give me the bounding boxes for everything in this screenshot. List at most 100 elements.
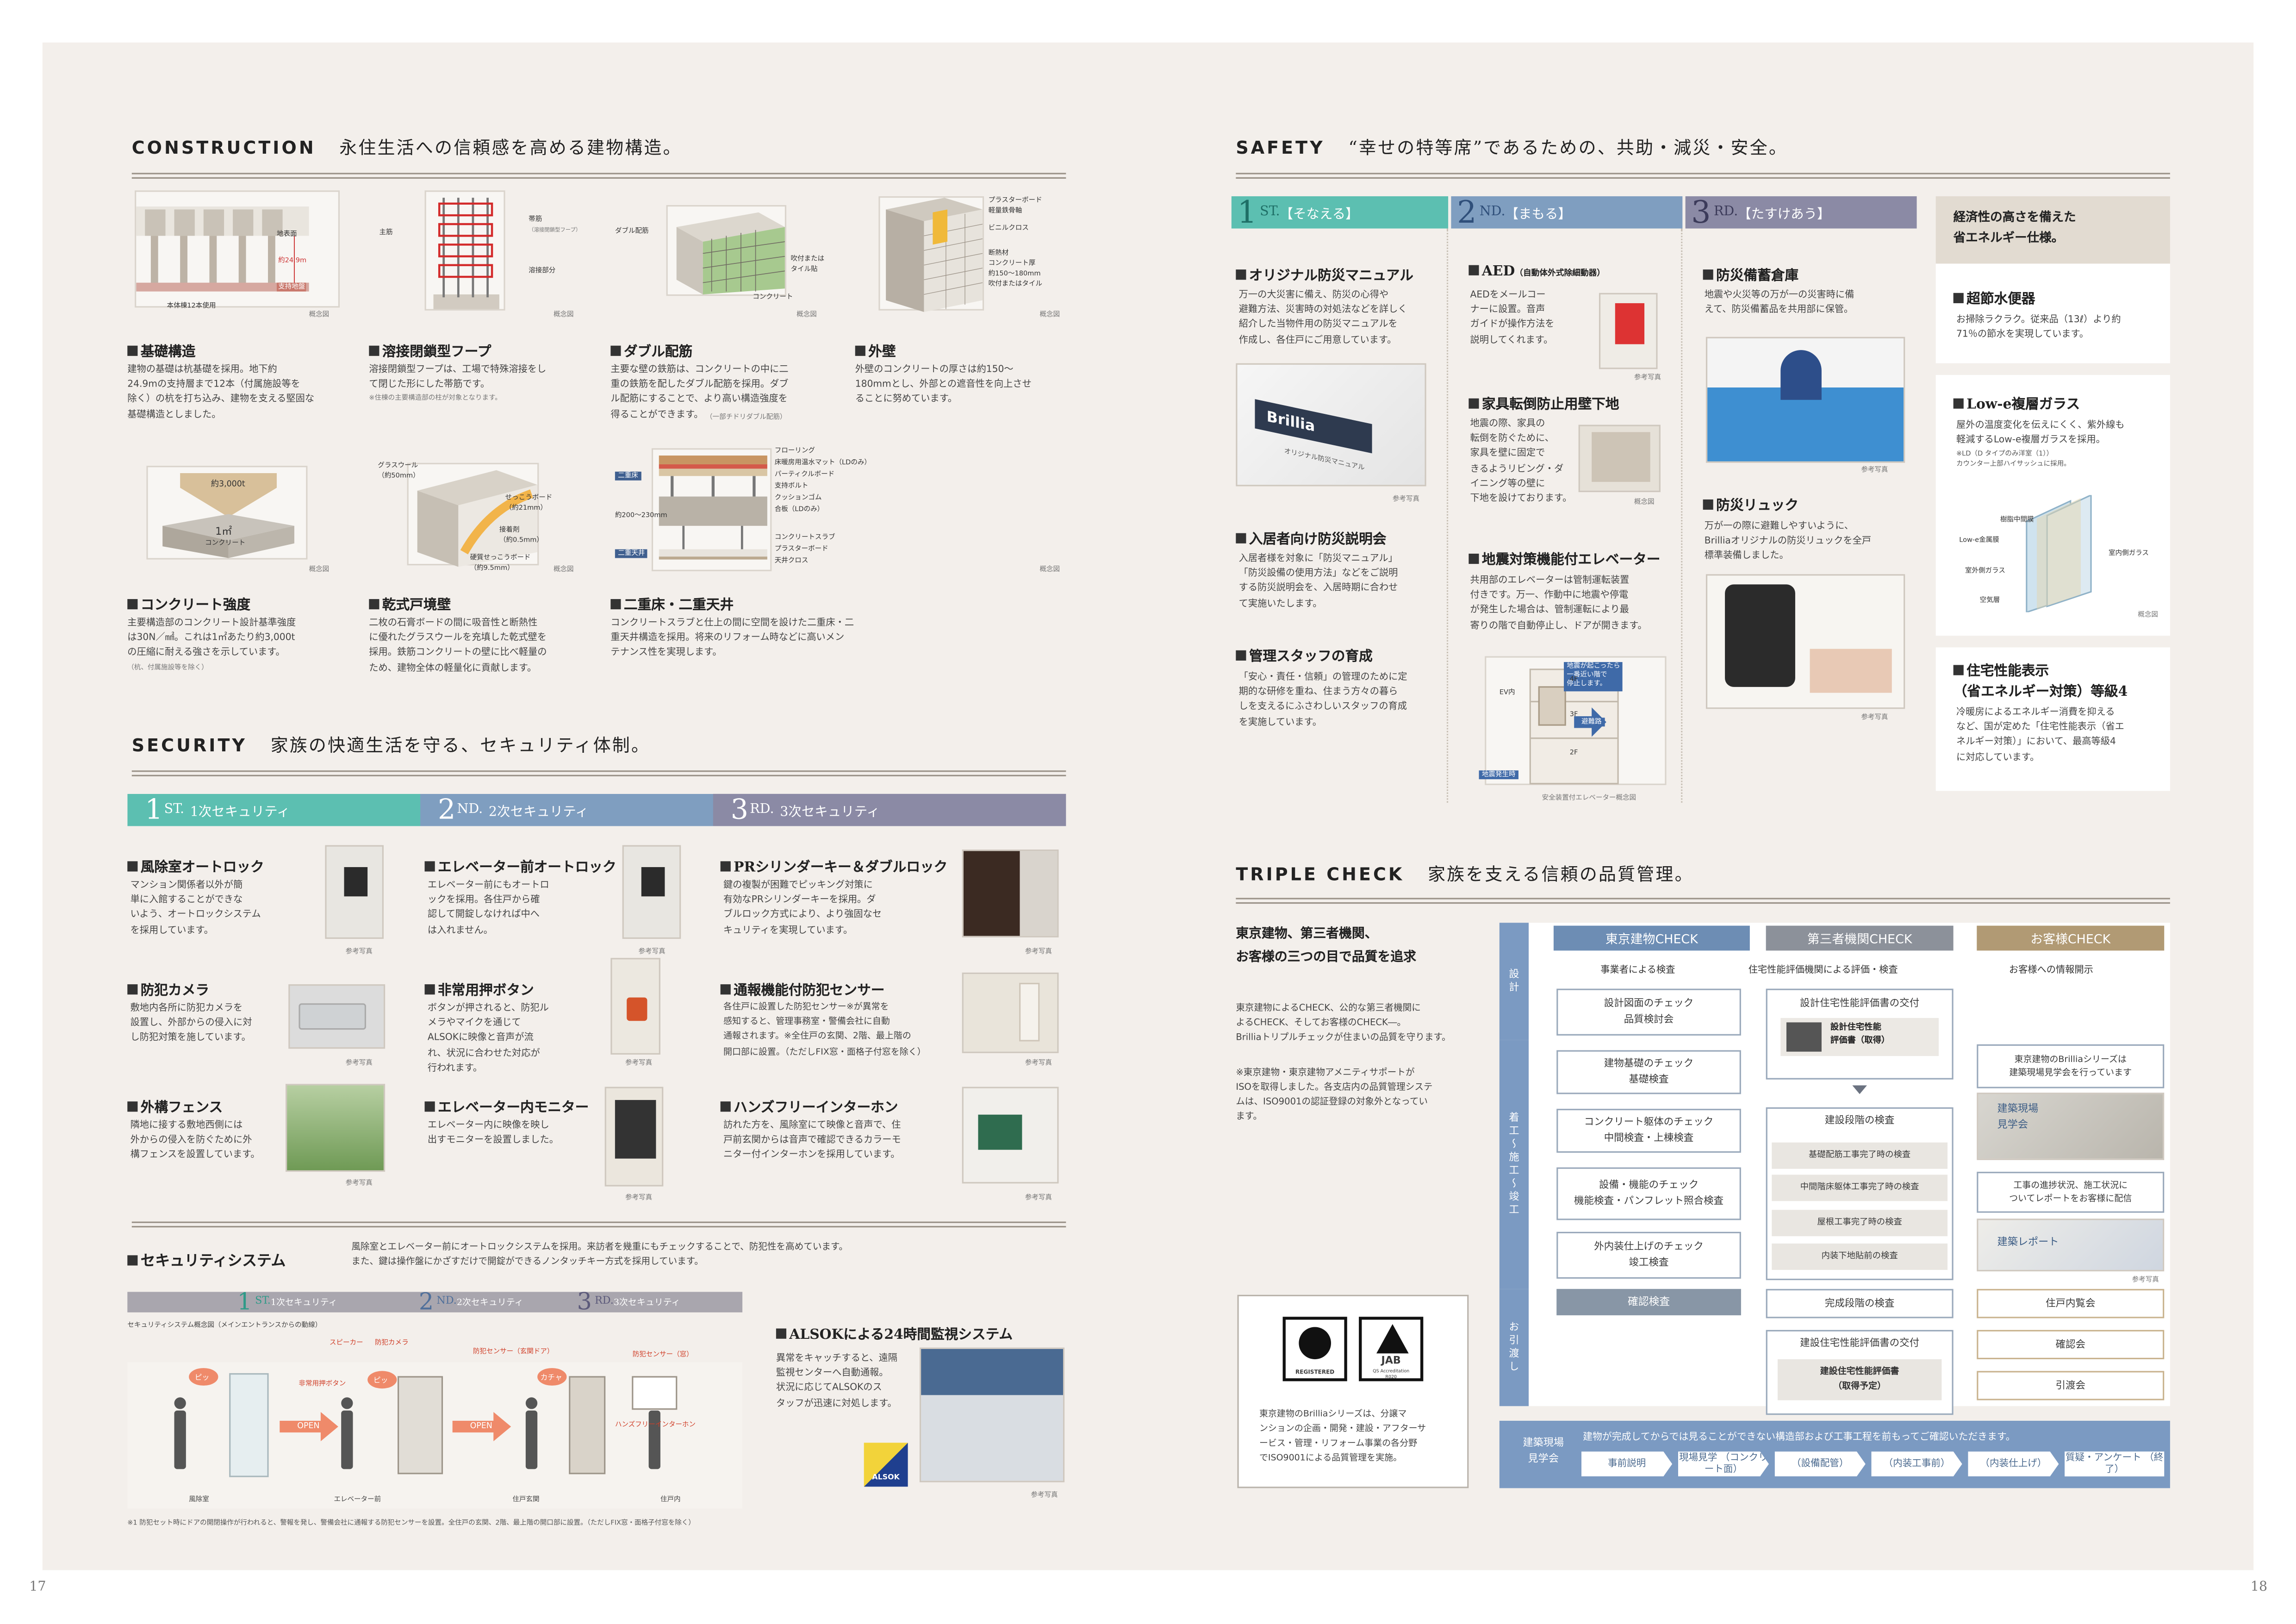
eco-card bbox=[1935, 647, 2170, 791]
safety-item-title: 家具転倒防止用壁下地 bbox=[1468, 393, 1619, 413]
caption: 概念図 bbox=[309, 567, 330, 575]
item-title: 基礎構造 bbox=[127, 340, 195, 360]
check-substep: 屋根工事完了時の検査 bbox=[1772, 1210, 1948, 1237]
tour-step: （設備配管） bbox=[1775, 1451, 1866, 1476]
check-step: コンクリート躯体のチェック 中間検査・上棟検査 bbox=[1556, 1109, 1741, 1153]
low-e-glass-diagram bbox=[2012, 495, 2129, 612]
safety-item-text: 共用部のエレベーターは管制運転装置 付きです。万一、作動中に地震や停電 が発生し… bbox=[1470, 574, 1647, 631]
photo-note: 参考写真 bbox=[1634, 375, 1661, 382]
eco-header bbox=[1935, 196, 2170, 264]
place-label: エレベーター前 bbox=[334, 1497, 381, 1505]
security-item-title: エレベーター内モニター bbox=[424, 1096, 589, 1116]
design-certificate: 設計住宅性能 評価書（取得） bbox=[1780, 1018, 1939, 1056]
label: コンクリートスラブ bbox=[774, 534, 835, 542]
triple-check-header: TRIPLE CHECK 家族を支える信頼の品質管理。 bbox=[1236, 861, 1693, 886]
place-label: 風除室 bbox=[189, 1497, 209, 1505]
photo-note: 参考写真 bbox=[1025, 1195, 1052, 1203]
exterior-wall-diagram bbox=[878, 196, 984, 312]
caption: 概念図 bbox=[553, 312, 574, 319]
label: 約24.9m bbox=[278, 257, 307, 265]
safety-item-title: AED（自動体外式除細動器） bbox=[1468, 264, 1605, 280]
construction-title-jp: 永住生活への信頼感を高める建物構造。 bbox=[339, 137, 682, 158]
label: 4F bbox=[1569, 676, 1578, 684]
security-item-text: エレベーター前にもオートロ ックを採用。各住戸から確 認して開錠しなければ中へ … bbox=[427, 879, 549, 936]
security-title-jp: 家族の快適生活を守る、セキュリティ体制。 bbox=[270, 735, 651, 756]
customer-step: 引渡会 bbox=[1977, 1371, 2165, 1400]
label: せっこうボード bbox=[505, 495, 553, 503]
label: ハンズフリーインターホン bbox=[615, 1422, 696, 1430]
eco-item-text: お掃除ラクラク。従来品（13ℓ）より約 71％の節水を実現しています。 bbox=[1956, 313, 2121, 340]
page-number-right: 18 bbox=[2250, 1580, 2268, 1595]
dry-partition-wall-diagram bbox=[407, 462, 539, 567]
label: （約21mm） bbox=[505, 505, 547, 513]
safety-item-title: 防災備蓄倉庫 bbox=[1703, 264, 1798, 284]
security-item-title: 風除室オートロック bbox=[127, 856, 264, 876]
customer-step: 工事の進捗状況、施工状況に ついてレポートをお客様に配信 bbox=[1977, 1172, 2165, 1213]
caption: 概念図 bbox=[309, 312, 330, 319]
label: 防犯センサー（窓） bbox=[632, 1352, 693, 1360]
triple-lead: 東京建物、第三者機関、 お客様の三つの目で品質を追求 bbox=[1236, 927, 1417, 966]
security-item-title: 通報機能付防犯センサー bbox=[720, 978, 884, 999]
tour-step: （内装工事前） bbox=[1871, 1451, 1962, 1476]
item-title: 乾式戸境壁 bbox=[369, 593, 451, 614]
label: ピッ bbox=[194, 1374, 210, 1383]
emergency-backpack-photo bbox=[1705, 574, 1905, 709]
tour-step: （内装仕上げ） bbox=[1968, 1451, 2059, 1476]
item-text: 主要な壁の鉄筋は、コンクリートの中に二 重の鉄筋を配したダブル配筋を採用。ダブ … bbox=[610, 363, 789, 420]
col-sub: 事業者による検査 bbox=[1600, 963, 1675, 976]
security-item-title: 外構フェンス bbox=[127, 1096, 223, 1116]
label: （約0.5mm） bbox=[499, 537, 543, 545]
label: コンクリート bbox=[205, 540, 246, 548]
footnote: ※1 防犯セット時にドアの開閉操作が行われると、警報を発し、警備会社に通報する防… bbox=[127, 1520, 695, 1528]
check-substep: 中間階床躯体工事完了時の検査 bbox=[1772, 1174, 1948, 1201]
tour-step: 事前説明 bbox=[1581, 1451, 1672, 1476]
safety-item-title: 地震対策機能付エレベーター bbox=[1468, 548, 1661, 568]
window-sensor-photo bbox=[962, 972, 1059, 1053]
label: コンクリート bbox=[753, 294, 793, 302]
safety-item-title: 入居者向け防災説明会 bbox=[1236, 527, 1386, 548]
col-head-customer: お客様CHECK bbox=[1977, 925, 2165, 951]
photo-note: 参考写真 bbox=[1861, 467, 1888, 475]
stockpile-photo bbox=[1705, 337, 1905, 463]
construction-header: CONSTRUCTION 永住生活への信頼感を高める建物構造。 bbox=[132, 135, 682, 160]
eco-item-text: 屋外の温度変化を伝えにくく、紫外線も 軽減するLow-e複層ガラスを採用。 bbox=[1956, 418, 2125, 446]
disaster-manual-photo: Brillia オリジナル防災マニュアル bbox=[1236, 363, 1426, 487]
label: 支持地盤 bbox=[276, 282, 307, 292]
caption: 安全装置付エレベーター概念図 bbox=[1542, 795, 1636, 803]
eco-card bbox=[1935, 263, 2170, 363]
caption: 概念図 bbox=[796, 312, 817, 319]
label: 吹付または bbox=[790, 256, 825, 264]
iso-box: REGISTERED JAB QS Accreditation R020 東京建… bbox=[1237, 1294, 1469, 1488]
monitoring-center-photo bbox=[919, 1347, 1065, 1482]
label: （溶接閉鎖型フープ） bbox=[529, 227, 581, 233]
triple-title-en: TRIPLE CHECK bbox=[1236, 864, 1405, 885]
security-title-en: SECURITY bbox=[131, 735, 248, 756]
tour-step: 現場見学 （コンクリート面） bbox=[1678, 1451, 1769, 1476]
item-text: 主要構造部のコンクリート設計基準強度 は30N／㎟。これは1㎡あたり約3,000… bbox=[127, 617, 296, 658]
label: 建築現場 見学会 bbox=[1997, 1103, 2039, 1131]
photo-note: 参考写真 bbox=[625, 1060, 653, 1068]
security-item-text: 訪れた方を、風除室にて映像と音声で、住 戸前玄関からは音声で確認できるカラーモ … bbox=[723, 1119, 901, 1161]
safety-header: SAFETY “幸せの特等席”であるための、共助・減災・安全。 bbox=[1236, 135, 1788, 160]
label: カチャ bbox=[540, 1374, 562, 1383]
label: ビニルクロス bbox=[988, 225, 1029, 233]
safety-item-title: 防災リュック bbox=[1703, 493, 1798, 514]
photo-note: 参考写真 bbox=[345, 949, 373, 957]
check-step: 外内装仕上げのチェック 竣工検査 bbox=[1556, 1231, 1741, 1279]
customer-step: 住戸内覧会 bbox=[1977, 1289, 2165, 1318]
label: 二重床 bbox=[615, 471, 641, 481]
label: 帯筋 bbox=[529, 217, 542, 225]
elevator-monitor-photo bbox=[604, 1087, 664, 1187]
construction-title-en: CONSTRUCTION bbox=[131, 137, 316, 158]
item-title: コンクリート強度 bbox=[127, 593, 250, 614]
item-text: 二枚の石膏ボードの間に吸音性と断熱性 に優れたグラスウールを充填した乾式壁を 採… bbox=[369, 617, 547, 674]
double-rebar-diagram bbox=[666, 205, 787, 296]
tour-step: 質疑・アンケート （終了） bbox=[2065, 1451, 2165, 1477]
label: パーティクルボード bbox=[774, 471, 835, 479]
label: ダブル配筋 bbox=[615, 228, 649, 236]
item-title: 溶接閉鎖型フープ bbox=[369, 340, 491, 360]
security-item-title: エレベーター前オートロック bbox=[424, 856, 616, 876]
